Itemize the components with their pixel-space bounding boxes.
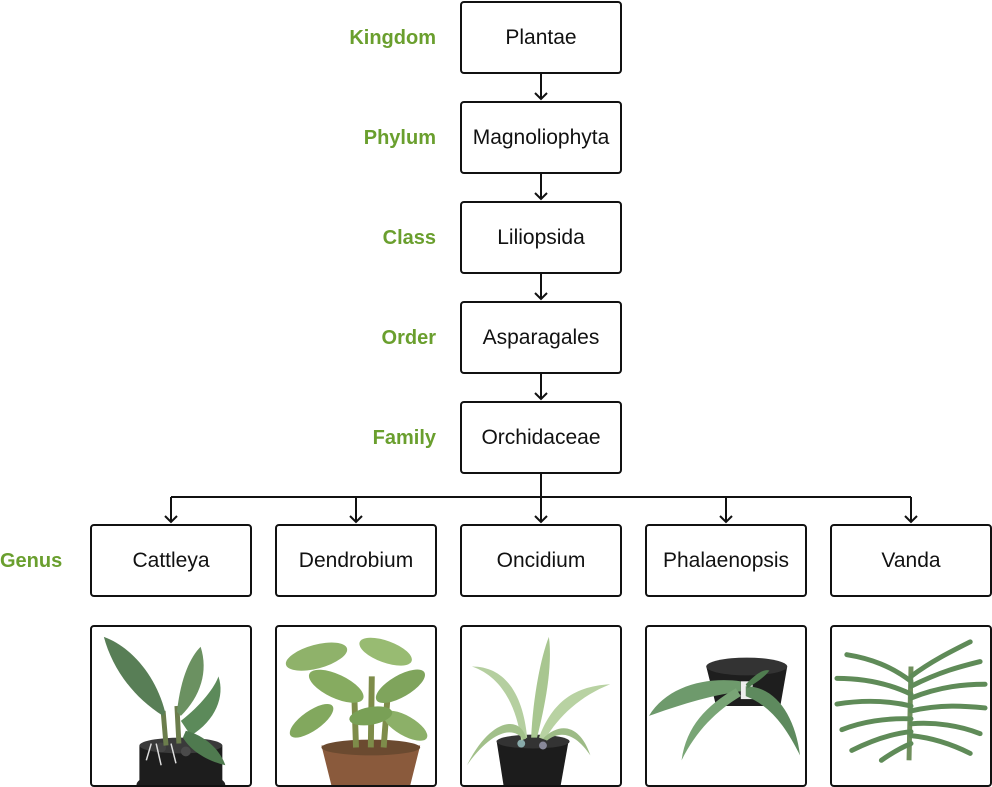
rank-label-phylum: Phylum bbox=[363, 127, 436, 149]
rank-label-class: Class bbox=[382, 227, 436, 249]
photo-dendrobium bbox=[275, 625, 437, 787]
rank-label-order: Order bbox=[381, 327, 436, 349]
rank-label-family: Family bbox=[372, 427, 436, 449]
taxon-box-class: Liliopsida bbox=[460, 201, 622, 274]
rank-label-kingdom: Kingdom bbox=[349, 27, 436, 49]
photo-cattleya bbox=[90, 625, 252, 787]
taxon-box-family: Orchidaceae bbox=[460, 401, 622, 474]
genus-box-phalaenopsis: Phalaenopsis bbox=[645, 524, 807, 597]
genus-box-oncidium: Oncidium bbox=[460, 524, 622, 597]
photo-vanda bbox=[830, 625, 992, 787]
photo-phalaenopsis bbox=[645, 625, 807, 787]
genus-box-vanda: Vanda bbox=[830, 524, 992, 597]
taxon-box-order: Asparagales bbox=[460, 301, 622, 374]
taxon-box-kingdom: Plantae bbox=[460, 1, 622, 74]
genus-box-dendrobium: Dendrobium bbox=[275, 524, 437, 597]
photo-oncidium bbox=[460, 625, 622, 787]
genus-box-cattleya: Cattleya bbox=[90, 524, 252, 597]
rank-label-genus: Genus bbox=[0, 550, 63, 572]
taxon-box-phylum: Magnoliophyta bbox=[460, 101, 622, 174]
